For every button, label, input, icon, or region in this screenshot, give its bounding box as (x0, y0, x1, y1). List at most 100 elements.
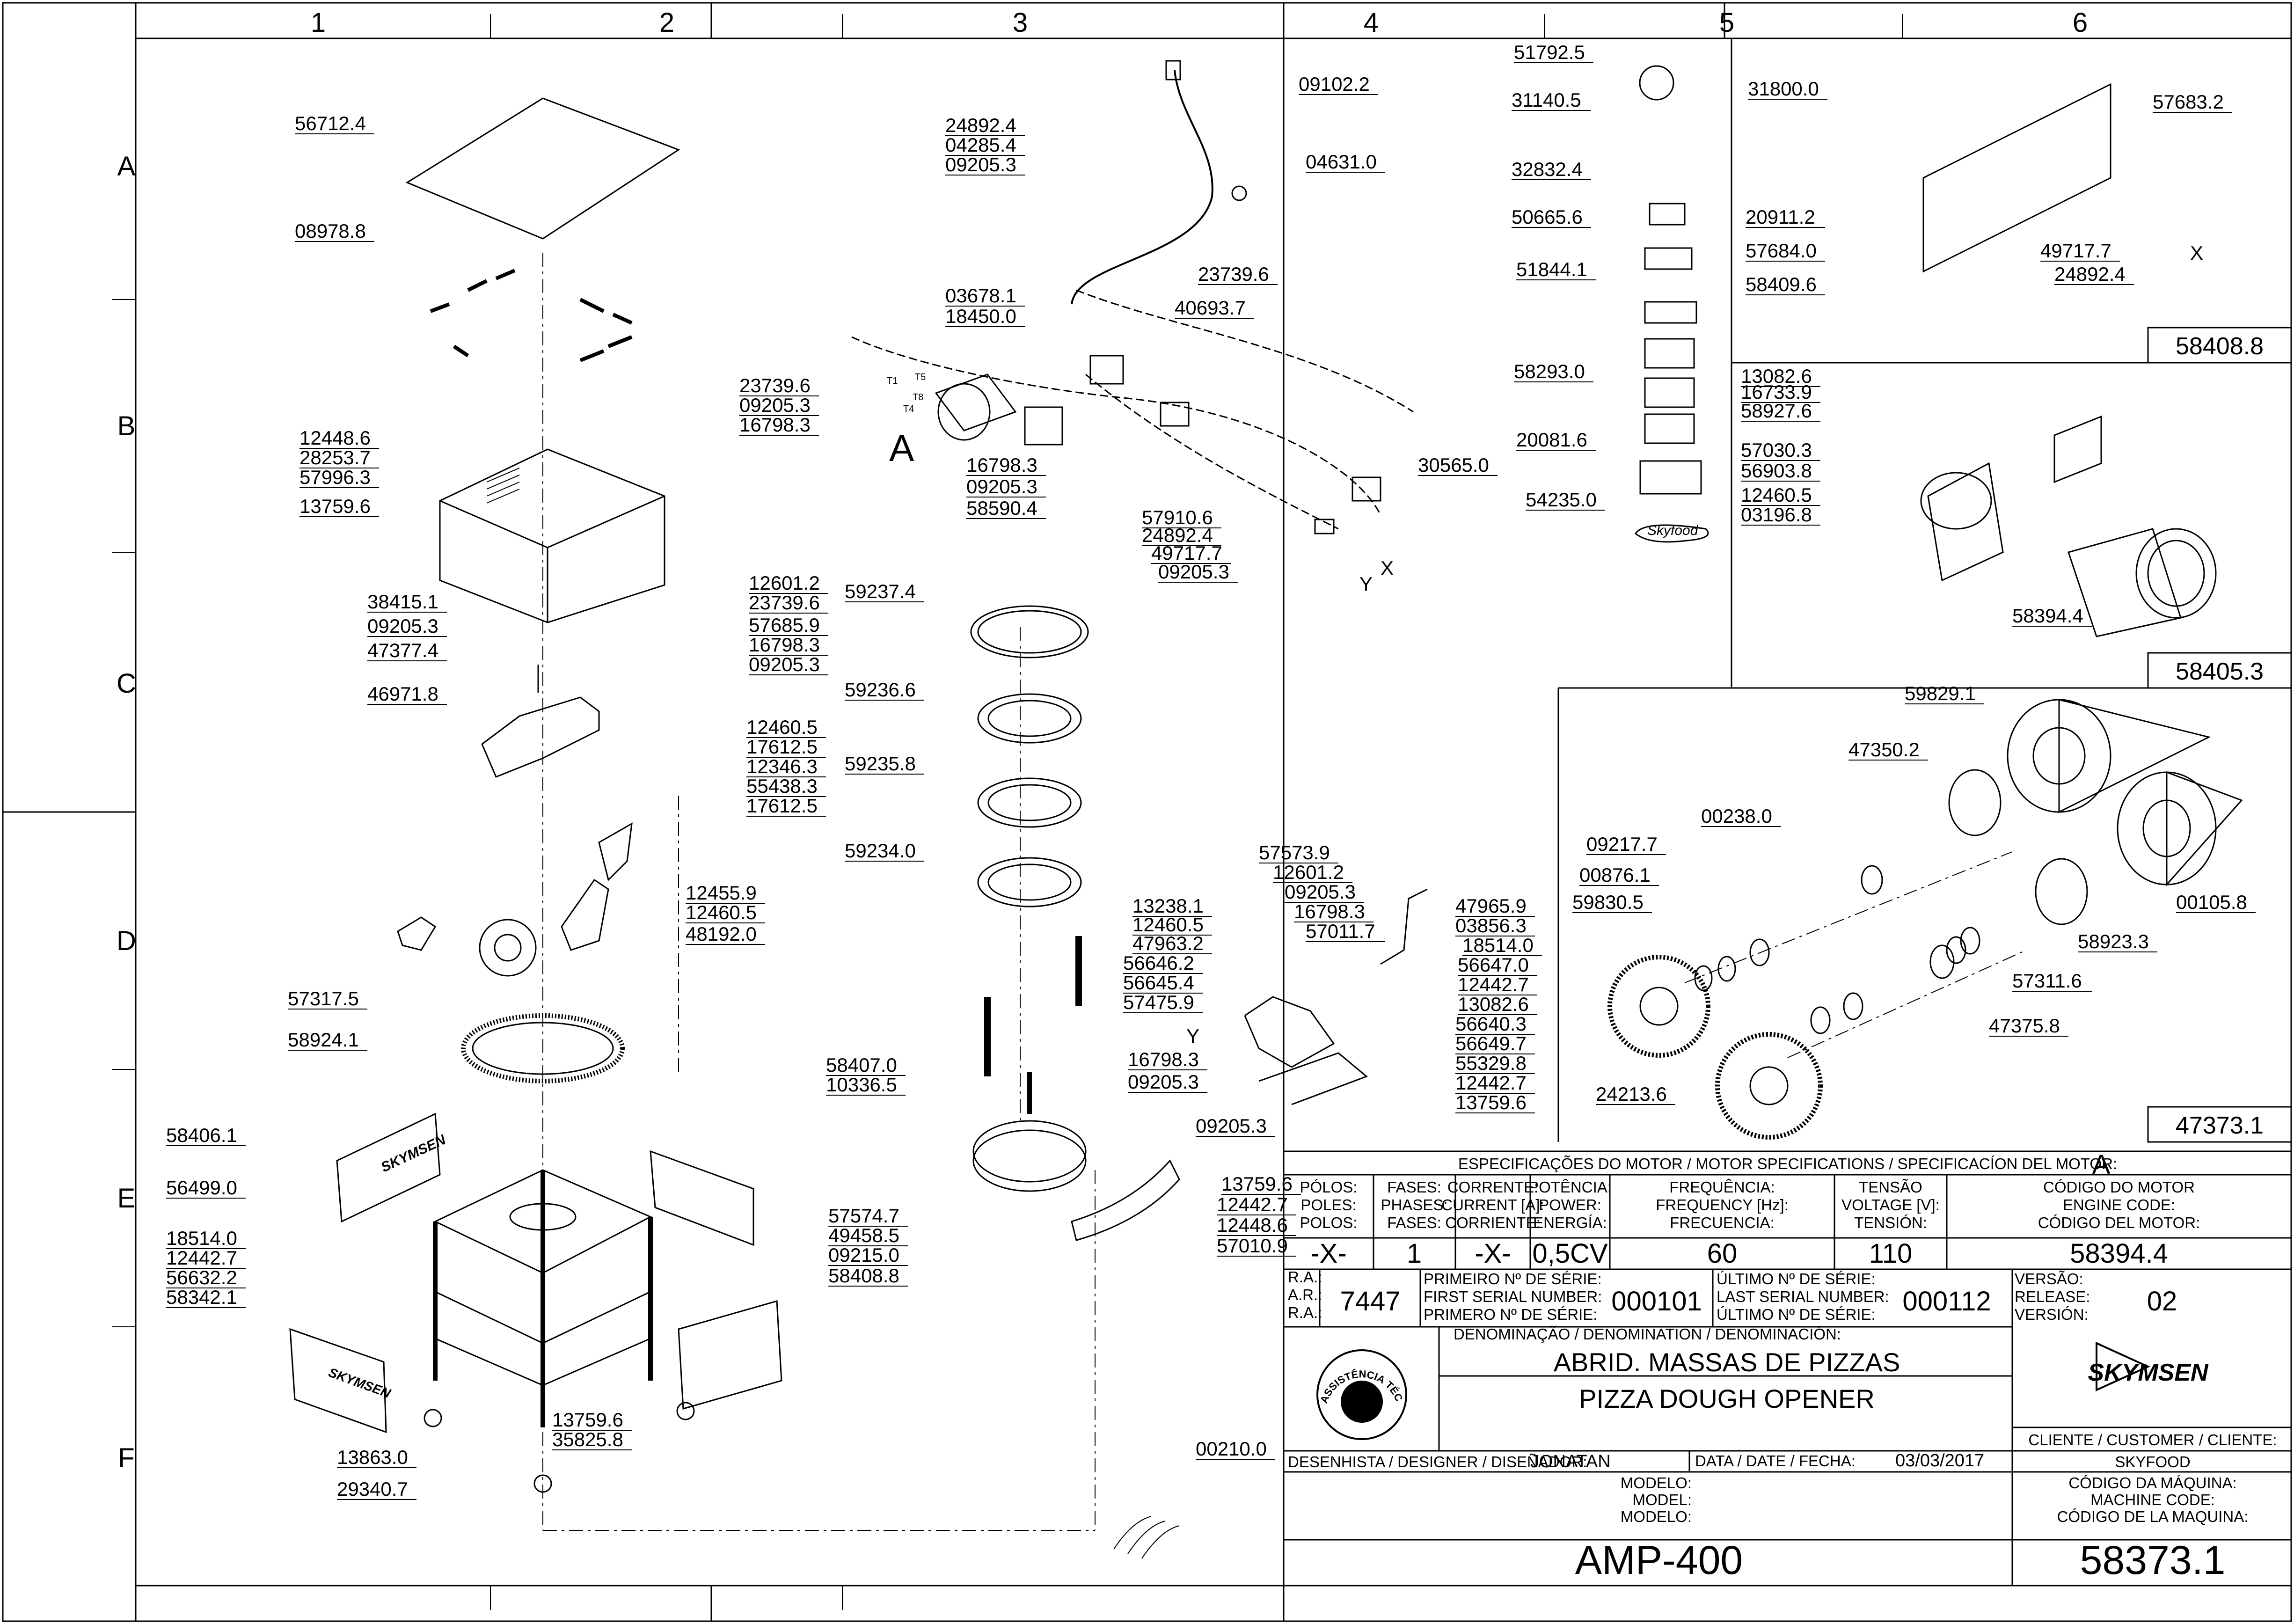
version-label-en: RELEASE: (2015, 1288, 2090, 1305)
part-callout: 56632.2 (166, 1266, 237, 1288)
part-callout: 47963.2 (1132, 932, 1204, 954)
zone-col-4: 4 (1364, 7, 1379, 38)
part-callout: 12460.5 (686, 901, 757, 923)
transmission-assembly-code: 47373.1 (2176, 1112, 2264, 1139)
part-callout: 20911.2 (1746, 206, 1815, 228)
part-callout: 18514.0 (1462, 934, 1534, 956)
part-callout: 00210.0 (1196, 1438, 1267, 1460)
ra-label-pt: R.A.: (1288, 1268, 1322, 1286)
motor-spec-header-cell: CURRENT [A]: (1441, 1196, 1544, 1214)
part-callout: 09205.3 (945, 154, 1016, 176)
motor-spec-header-cell: ENGINE CODE: (2063, 1196, 2175, 1214)
designer-value: JONATAN (1530, 1452, 1611, 1471)
designer-label: DESENHISTA / DESIGNER / DISEÑADOR: (1288, 1453, 1587, 1470)
part-callout: 40693.7 (1175, 297, 1246, 319)
part-callout: 24892.4 (1142, 524, 1213, 546)
part-callout: 58406.1 (166, 1124, 237, 1146)
part-callout: 00238.0 (1701, 805, 1772, 827)
company-logo-text: SKYMSEN (2088, 1359, 2209, 1386)
part-callout: 10336.5 (826, 1074, 897, 1096)
part-callout: 16798.3 (739, 414, 811, 436)
motor-spec-value-cell: 110 (1869, 1238, 1912, 1269)
part-callout: 12448.6 (1217, 1214, 1288, 1236)
part-callout: 18450.0 (945, 305, 1016, 327)
zone-col-6: 6 (2073, 7, 2088, 38)
part-callout: 16798.3 (749, 634, 820, 656)
version-value: 02 (2147, 1286, 2177, 1317)
first-serial-label-pt: PRIMEIRO Nº DE SÉRIE: (1424, 1270, 1602, 1287)
part-callout: 57573.9 (1259, 841, 1330, 863)
part-callout: 13082.6 (1458, 993, 1529, 1015)
part-callout: 18514.0 (166, 1227, 237, 1249)
last-serial-label-es: ÚLTIMO Nº DE SÉRIE: (1717, 1306, 1876, 1323)
part-callout: 47375.8 (1989, 1015, 2060, 1037)
first-serial-value: 000101 (1611, 1286, 1702, 1317)
part-callout: 56645.4 (1123, 972, 1194, 994)
part-callout: 12442.7 (166, 1247, 237, 1269)
part-callout: 09205.3 (739, 394, 811, 416)
part-callout: 57684.0 (1746, 240, 1817, 262)
zone-column-labels: 1 2 3 4 5 6 (311, 7, 2088, 38)
part-callout: 09205.3 (749, 653, 820, 675)
motor-spec-header-cell: FASES: (1387, 1178, 1441, 1196)
zone-row-A: A (117, 151, 136, 182)
part-callout: 12455.9 (686, 882, 757, 904)
motor-spec-header-cell: FASES: (1387, 1214, 1441, 1231)
part-callout: 58409.6 (1746, 273, 1817, 295)
part-callout: 20081.6 (1516, 429, 1587, 451)
wire-label-t5: T5 (915, 372, 926, 382)
part-callout: 49717.7 (2040, 240, 2111, 262)
part-callout: 09205.3 (367, 615, 438, 637)
denomination-pt: ABRID. MASSAS DE PIZZAS (1554, 1347, 1900, 1377)
version-label-pt: VERSÃO: (2015, 1270, 2083, 1287)
part-callout: 16798.3 (1128, 1048, 1199, 1070)
motor-spec-header-cell: CÓDIGO DEL MOTOR: (2038, 1214, 2200, 1231)
part-callout: 56647.0 (1458, 954, 1529, 976)
motor-spec-view: A (2092, 1149, 2111, 1180)
part-callout: 31800.0 (1748, 78, 1819, 100)
part-callout: 32832.4 (1512, 158, 1583, 180)
part-callout: 57317.5 (288, 988, 359, 1010)
customer-value: SKYFOOD (2115, 1453, 2190, 1470)
date-label: DATA / DATE / FECHA: (1695, 1452, 1856, 1470)
zone-row-B: B (117, 411, 136, 441)
ra-label-es: R.A.: (1288, 1304, 1322, 1321)
zone-col-1: 1 (311, 7, 326, 38)
part-callout: 59234.0 (845, 840, 916, 862)
zone-col-5: 5 (1719, 7, 1734, 38)
part-callout: 48192.0 (686, 923, 757, 945)
part-callout: 54235.0 (1526, 489, 1597, 511)
detail-boxes (1557, 38, 2292, 1143)
part-callout: 24892.4 (945, 114, 1016, 136)
connector-y-marker: Y (1359, 573, 1373, 595)
part-callout: 56640.3 (1455, 1013, 1527, 1035)
lever-y-marker: Y (1186, 1025, 1199, 1047)
part-callout: 12442.7 (1217, 1193, 1288, 1215)
machine-code-value: 58373.1 (2080, 1538, 2226, 1583)
part-callout: 13759.6 (1455, 1091, 1527, 1113)
part-callout: 47377.4 (367, 639, 438, 661)
part-callout: 59829.1 (1905, 682, 1976, 704)
part-callout: 56499.0 (166, 1177, 237, 1199)
part-callout: 57311.6 (2012, 970, 2082, 992)
part-callout: 09205.3 (1158, 561, 1229, 583)
part-callout: 57475.9 (1123, 991, 1194, 1013)
first-serial-label-es: PRIMERO Nº DE SÉRIE: (1424, 1306, 1597, 1323)
part-callout: 58394.4 (2012, 605, 2083, 627)
part-callout: 04631.0 (1306, 151, 1377, 173)
part-callout: 09215.0 (828, 1244, 899, 1266)
part-callout: 59236.6 (845, 679, 916, 701)
motor-spec-value-cell: 60 (1707, 1238, 1738, 1269)
motor-spec-header-cell: ENERGÍA: (1533, 1214, 1607, 1231)
part-callout: 59237.4 (845, 580, 916, 602)
motor-spec-header-cell: TENSIÓN: (1854, 1214, 1927, 1231)
side-panel-brand-mark: SKYMSEN (327, 1365, 393, 1401)
assembly-axes (542, 253, 1096, 1531)
part-callout: 56712.4 (295, 112, 366, 134)
wire-label-t1: T1 (887, 376, 898, 386)
part-callout: 58293.0 (1514, 360, 1585, 382)
zone-col-3: 3 (1013, 7, 1028, 38)
last-serial-label-pt: ÚLTIMO Nº DE SÉRIE: (1717, 1270, 1876, 1287)
part-callout: 12601.2 (749, 572, 820, 594)
